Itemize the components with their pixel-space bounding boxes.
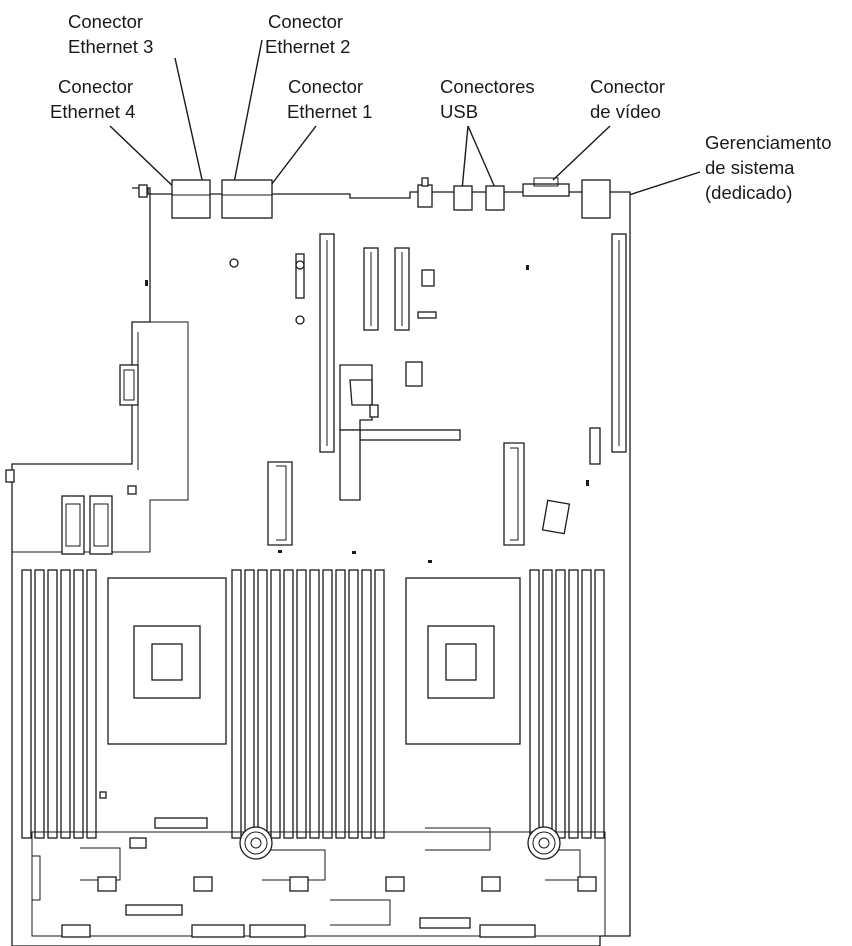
label-ethernet-2-line2: Ethernet 2 (265, 36, 350, 57)
leader-ethernet-3 (174, 57, 206, 194)
fan-connector-3 (289, 876, 309, 892)
ethernet-2-1-port-block (221, 179, 273, 219)
label-ethernet-3-line1: Conector (68, 11, 143, 32)
label-usb-line1: Conectores (440, 76, 535, 97)
cpu-1-socket (107, 577, 227, 745)
rear-connectors (138, 177, 611, 219)
usb-port-2 (485, 185, 505, 211)
dimm-bank-1 (21, 569, 97, 839)
label-usb-line2: USB (440, 101, 478, 122)
fan-connector-2 (193, 876, 213, 892)
label-ethernet-1-line2: Ethernet 1 (287, 101, 372, 122)
label-video-line1: Conector (590, 76, 665, 97)
leader-ethernet-1 (264, 125, 317, 194)
leader-ethernet-4 (109, 125, 181, 194)
leader-usb-a (461, 125, 469, 191)
label-video-line2: de vídeo (590, 101, 661, 122)
fan-connector-5 (481, 876, 501, 892)
left-fan-holder (61, 495, 432, 563)
mgmt-port (581, 179, 611, 219)
fan-connector-4 (385, 876, 405, 892)
label-ethernet-4-line2: Ethernet 4 (50, 101, 135, 122)
ethernet-4-3-port-block (171, 179, 211, 219)
video-connector (522, 183, 570, 197)
callout-labels: Conector Ethernet 3 Conector Ethernet 2 … (50, 11, 831, 203)
handle (154, 817, 208, 829)
usb-port-1 (453, 185, 473, 211)
fan-connector-1 (97, 876, 117, 892)
cpu-2-socket (405, 577, 521, 745)
leader-lines (109, 39, 701, 206)
label-ethernet-4-line1: Conector (58, 76, 133, 97)
dimm-bank-2 (231, 569, 385, 839)
label-mgmt-line1: Gerenciamento (705, 132, 831, 153)
fan-connector-6 (577, 876, 597, 892)
leader-video (552, 125, 611, 181)
center-components (267, 364, 601, 546)
board-outline (5, 187, 631, 946)
label-mgmt-line2: de sistema (705, 157, 795, 178)
leader-usb-b (467, 125, 497, 191)
power-connector-left (119, 364, 139, 406)
label-ethernet-1-line1: Conector (288, 76, 363, 97)
leader-ethernet-2 (231, 39, 263, 194)
label-mgmt-line3: (dedicado) (705, 182, 792, 203)
expansion-slots (145, 233, 627, 453)
label-ethernet-3-line2: Ethernet 3 (68, 36, 153, 57)
fan-bay (31, 791, 606, 938)
label-ethernet-2-line1: Conector (268, 11, 343, 32)
